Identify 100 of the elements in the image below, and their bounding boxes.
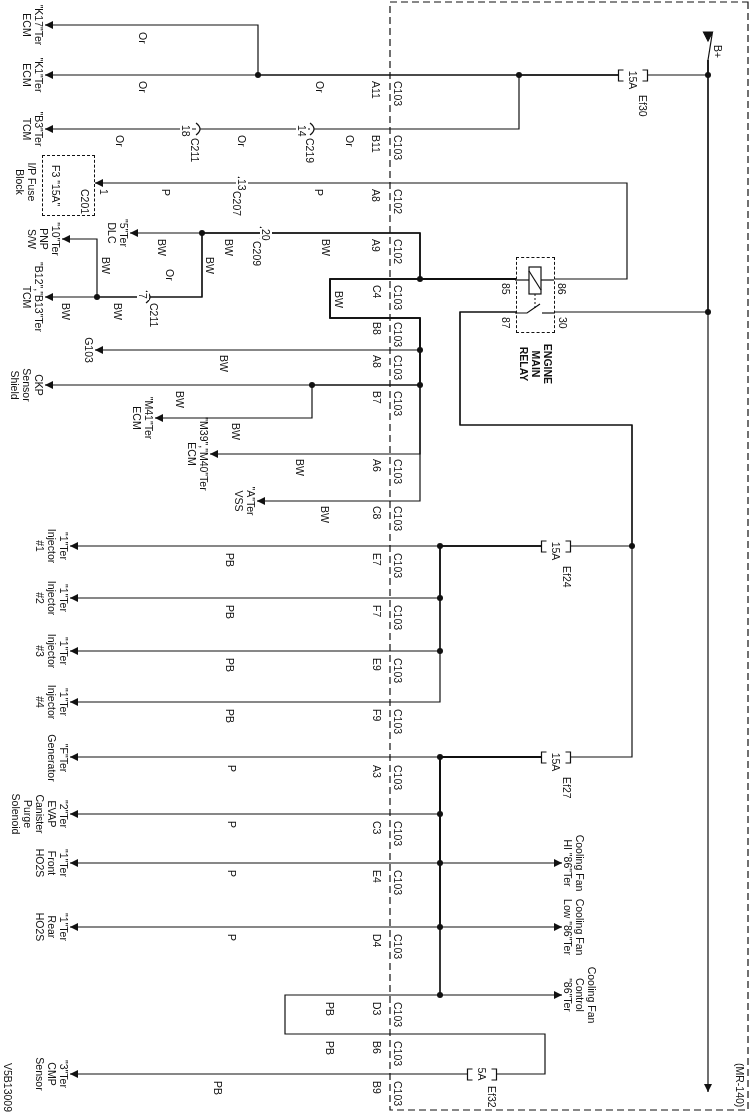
circuit-label: Or: [137, 31, 149, 45]
circuit-label: C103: [392, 1040, 404, 1068]
terminal-label: G103: [81, 333, 95, 367]
caption-text: 85: [500, 282, 512, 296]
terminal-label: Cooling Fan HI "86"Ter: [562, 833, 588, 893]
wire: [69, 545, 542, 706]
caption-text: 30: [557, 316, 569, 330]
circuit-label: C103: [392, 354, 404, 382]
circuit-label: PB: [224, 708, 236, 724]
wire: [44, 74, 619, 133]
circuit-label: C209: [251, 240, 263, 268]
relay-symbol: [516, 257, 555, 333]
circuit-label: 13: [236, 178, 248, 192]
circuit-label: BW: [60, 302, 72, 321]
circuit-label: P: [226, 820, 238, 829]
terminal-label: "M41"Ter ECM: [129, 393, 155, 443]
circuit-label: BW: [319, 505, 331, 524]
circuit-label: D3: [371, 1001, 383, 1017]
circuit-label: C4: [371, 284, 383, 300]
terminal-label: "B3"Ter TCM: [19, 106, 45, 152]
circuit-label: B11: [370, 134, 382, 154]
caption-text: Ef27: [561, 776, 573, 800]
circuit-label: C103: [392, 505, 404, 533]
circuit-label: C103: [392, 134, 404, 162]
circuit-label: PB: [224, 657, 236, 673]
circuit-label: P: [226, 764, 238, 773]
caption-text: 86: [556, 282, 568, 296]
circuit-label: P: [226, 933, 238, 942]
wire: [69, 1070, 468, 1078]
circuit-label: C103: [392, 820, 404, 848]
circuit-label: B6: [371, 1040, 383, 1055]
circuit-label: BW: [112, 302, 124, 321]
fuse-block: F3 "15A" C201: [42, 155, 95, 216]
circuit-label: Or: [236, 134, 248, 148]
circuit-label: Or: [314, 80, 326, 94]
terminal-label: "10"Ter PNP S/W: [24, 220, 62, 258]
terminal-label: "1"Ter Injector #3: [32, 630, 70, 672]
circuit-label: A11: [370, 80, 382, 100]
circuit-label: BW: [230, 422, 242, 441]
circuit-label: BW: [204, 256, 216, 275]
terminal-label: "M39","M40"Ter ECM: [184, 414, 210, 494]
circuit-label: C103: [392, 390, 404, 418]
circuit-label: P: [160, 188, 172, 197]
circuit-label: A6: [371, 458, 383, 473]
circuit-label: C103: [392, 604, 404, 632]
circuit-label: PB: [324, 1001, 336, 1017]
circuit-label: BW: [320, 238, 332, 257]
terminal-label: "1"Ter Injector #4: [32, 681, 70, 723]
circuit-label: B9: [371, 1080, 383, 1095]
circuit-label: V5B13009: [2, 1062, 14, 1114]
terminal-label: "K17"Ter ECM: [19, 0, 45, 50]
circuit-label: C103: [392, 80, 404, 108]
circuit-label: B7: [371, 390, 383, 405]
circuit-label: C103: [392, 657, 404, 685]
circuit-label: BW: [174, 390, 186, 409]
circuit-label: P: [226, 869, 238, 878]
circuit-label: B8: [371, 321, 383, 336]
terminal-label: "2"Ter EVAP Canister Purge Solenoid: [8, 790, 70, 838]
circuit-label: C211: [148, 302, 160, 329]
circuit-label: Or: [344, 134, 356, 148]
circuit-label: BW: [294, 458, 306, 477]
circuit-label: F7: [371, 604, 383, 619]
circuit-label: PB: [224, 552, 236, 568]
terminal-label: "1"Ter Rear HO2S: [32, 907, 70, 947]
terminal-label: "3"Ter CMP Sensor: [32, 1054, 70, 1094]
terminal-label: "K1"Ter ECM: [19, 53, 45, 97]
circuit-label: PB: [224, 604, 236, 620]
circuit-label: PB: [324, 1040, 336, 1056]
caption-text: 87: [500, 316, 512, 330]
circuit-label: Or: [164, 268, 176, 282]
circuit-label: C3: [371, 820, 383, 836]
circuit-label: C103: [392, 321, 404, 349]
terminal-label: "A"Ter VSS: [231, 483, 257, 519]
circuit-label: C103: [392, 552, 404, 580]
circuit-label: C103: [392, 933, 404, 961]
circuit-label: E7: [371, 552, 383, 567]
circuit-label: C103: [392, 284, 404, 312]
terminal-label: "1"Ter Injector #2: [32, 577, 70, 619]
circuit-label: C103: [392, 1080, 404, 1108]
circuit-label: C102: [392, 188, 404, 216]
caption-text: 1: [98, 188, 110, 196]
circuit-label: 20: [260, 228, 272, 242]
circuit-label: C103: [392, 708, 404, 736]
caption-text: Ef32: [486, 1085, 498, 1109]
terminal-label: "1"Ter Injector #1: [32, 525, 70, 567]
wire: [554, 59, 709, 313]
caption-text: Ef24: [561, 565, 573, 589]
terminal-label: Cooling Fan Control "86"Ter: [562, 965, 600, 1025]
circuit-label: A3: [371, 764, 383, 779]
circuit-label: C103: [392, 764, 404, 792]
circuit-label: A8: [371, 354, 383, 369]
terminal-label: "B12","B13"Ter TCM: [19, 259, 45, 335]
circuit-label: Or: [114, 134, 126, 148]
circuit-label: P: [313, 188, 325, 197]
circuit-label: (MR-140): [734, 1062, 746, 1109]
circuit-label: 18: [180, 124, 192, 138]
power-terminal: B+: [700, 28, 728, 60]
circuit-label: E9: [371, 657, 383, 672]
terminal-label: "5"Ter DLC: [104, 215, 130, 251]
circuit-label: Or: [137, 80, 149, 94]
